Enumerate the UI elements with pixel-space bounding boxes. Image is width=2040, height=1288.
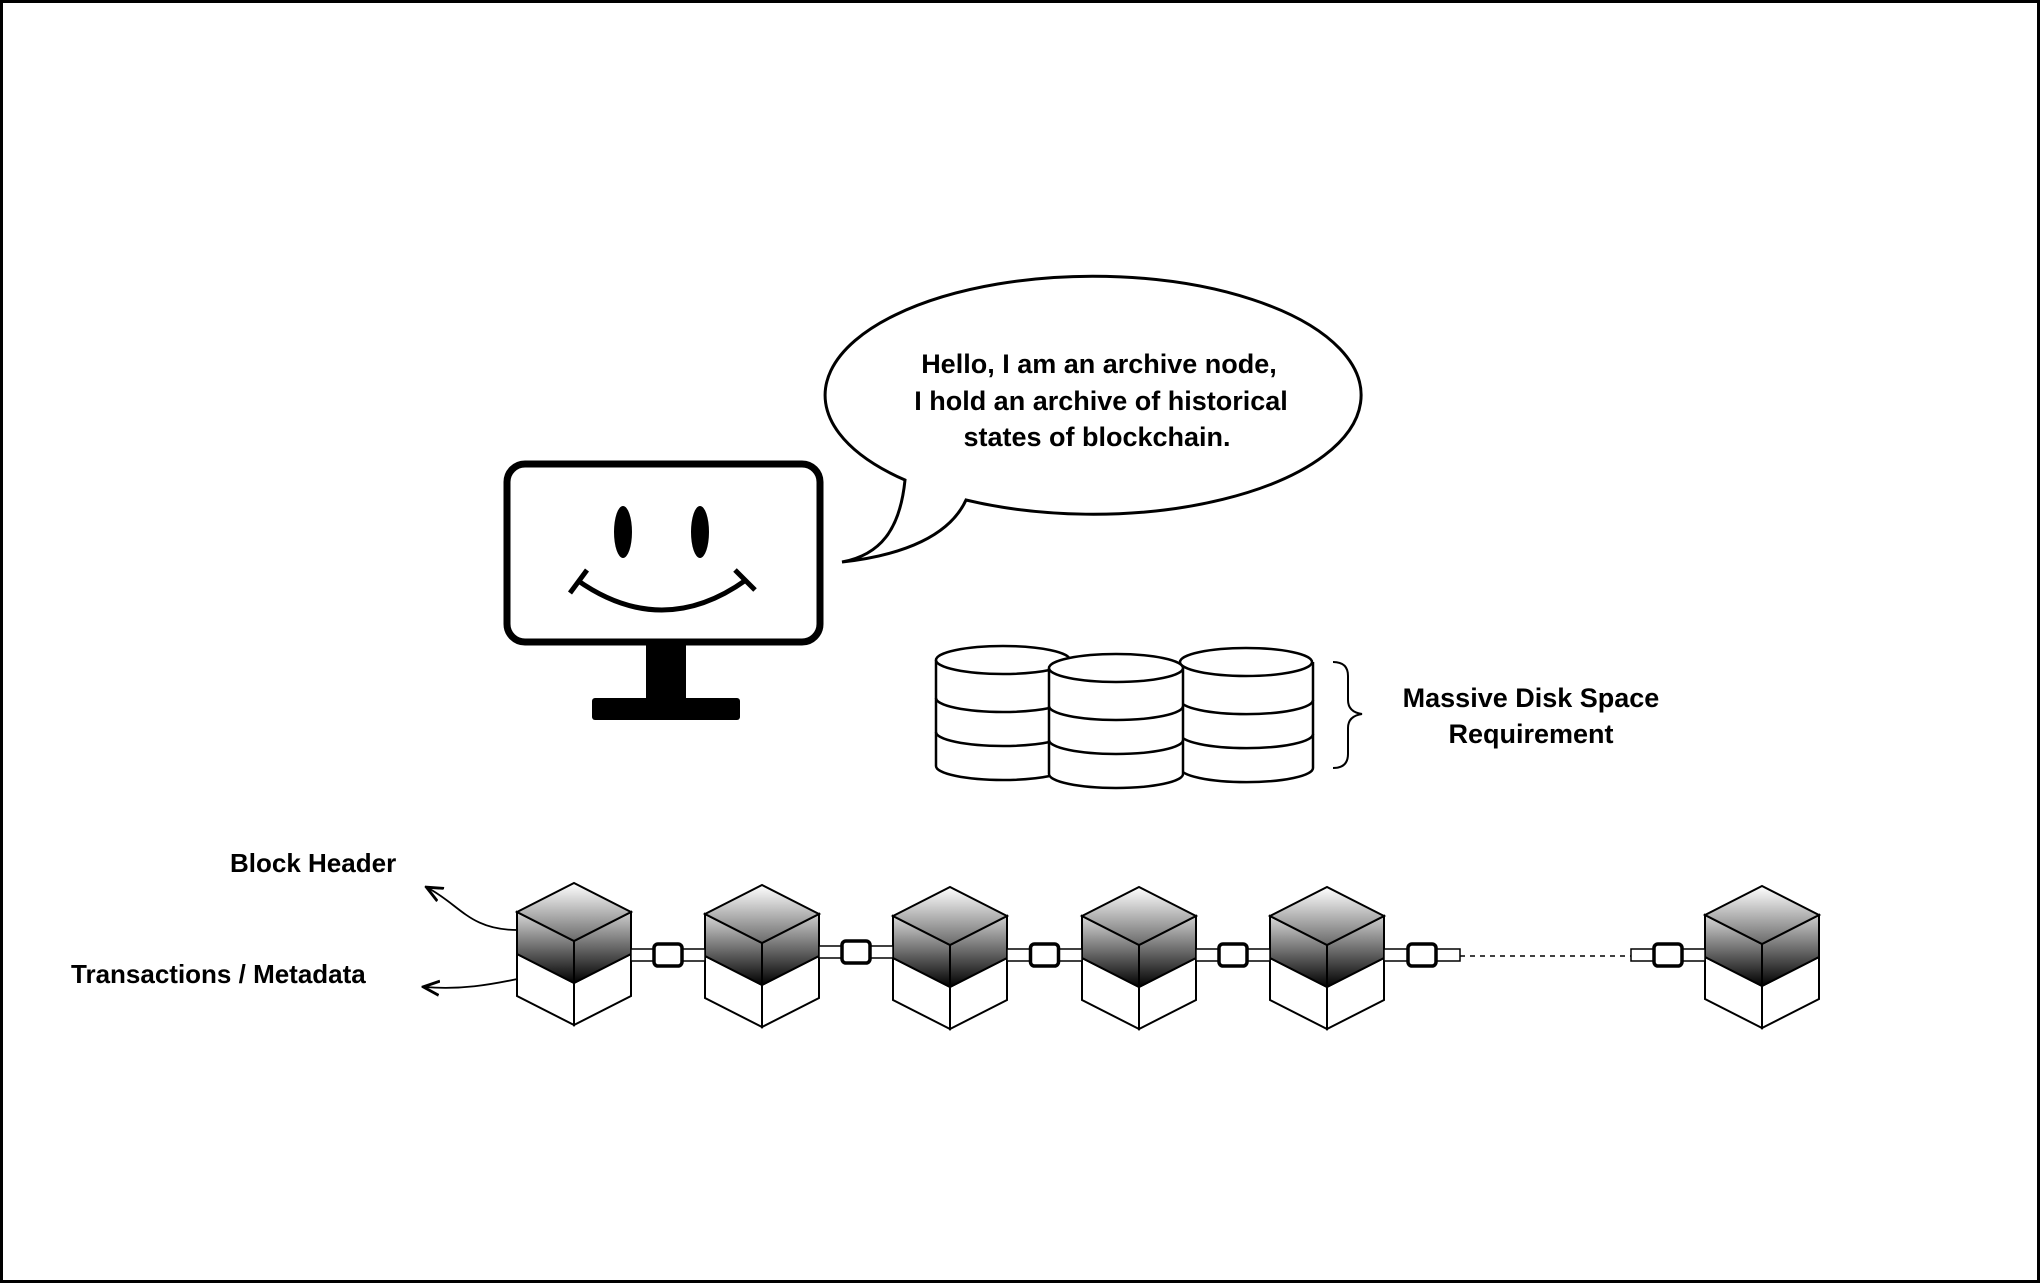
speech-bubble: Hello, I am an archive node, I hold an a… xyxy=(823,274,1363,564)
speech-line-3: states of blockchain. xyxy=(963,422,1230,452)
chain-link-icon xyxy=(1006,942,1083,968)
smile-mouth xyxy=(575,577,748,613)
database-icon-group xyxy=(934,644,1315,790)
block-header-label: Block Header xyxy=(230,848,396,878)
chain-link-icon xyxy=(1383,942,1461,968)
block-cube-icon xyxy=(1079,885,1199,1031)
smile-right-dimple xyxy=(733,568,757,592)
smiley-face-icon xyxy=(567,506,757,613)
right-eye xyxy=(691,506,709,558)
database-icon-middle xyxy=(1047,652,1185,790)
monitor-icon xyxy=(503,460,824,720)
chain-link-icon xyxy=(630,942,706,968)
monitor-screen xyxy=(503,460,824,646)
chain-link-icon xyxy=(1630,942,1706,968)
disk-label-line-2: Requirement xyxy=(1448,719,1613,749)
block-cube-icon xyxy=(1702,884,1822,1030)
chain-link-icon xyxy=(818,939,894,965)
curly-brace-icon xyxy=(1332,661,1363,769)
smile-left-dimple xyxy=(567,568,590,595)
monitor-neck xyxy=(646,644,686,702)
speech-bubble-shape xyxy=(823,274,1363,564)
monitor-base xyxy=(592,698,740,720)
disk-label-line-1: Massive Disk Space xyxy=(1403,683,1660,713)
block-cube-icon xyxy=(514,881,634,1027)
left-eye xyxy=(614,506,632,558)
blockchain xyxy=(514,881,1822,1031)
block-cube-icon xyxy=(1267,885,1387,1031)
transactions-label: Transactions / Metadata xyxy=(71,959,366,989)
database-icon-right xyxy=(1178,646,1315,784)
block-header-arrow xyxy=(428,888,518,931)
speech-line-1: Hello, I am an archive node, xyxy=(921,349,1277,379)
block-cube-icon xyxy=(702,883,822,1029)
speech-line-2: I hold an archive of historical xyxy=(914,386,1288,416)
block-cube-icon xyxy=(890,885,1010,1031)
transactions-arrow xyxy=(425,977,523,988)
chain-link-icon xyxy=(1195,942,1271,968)
